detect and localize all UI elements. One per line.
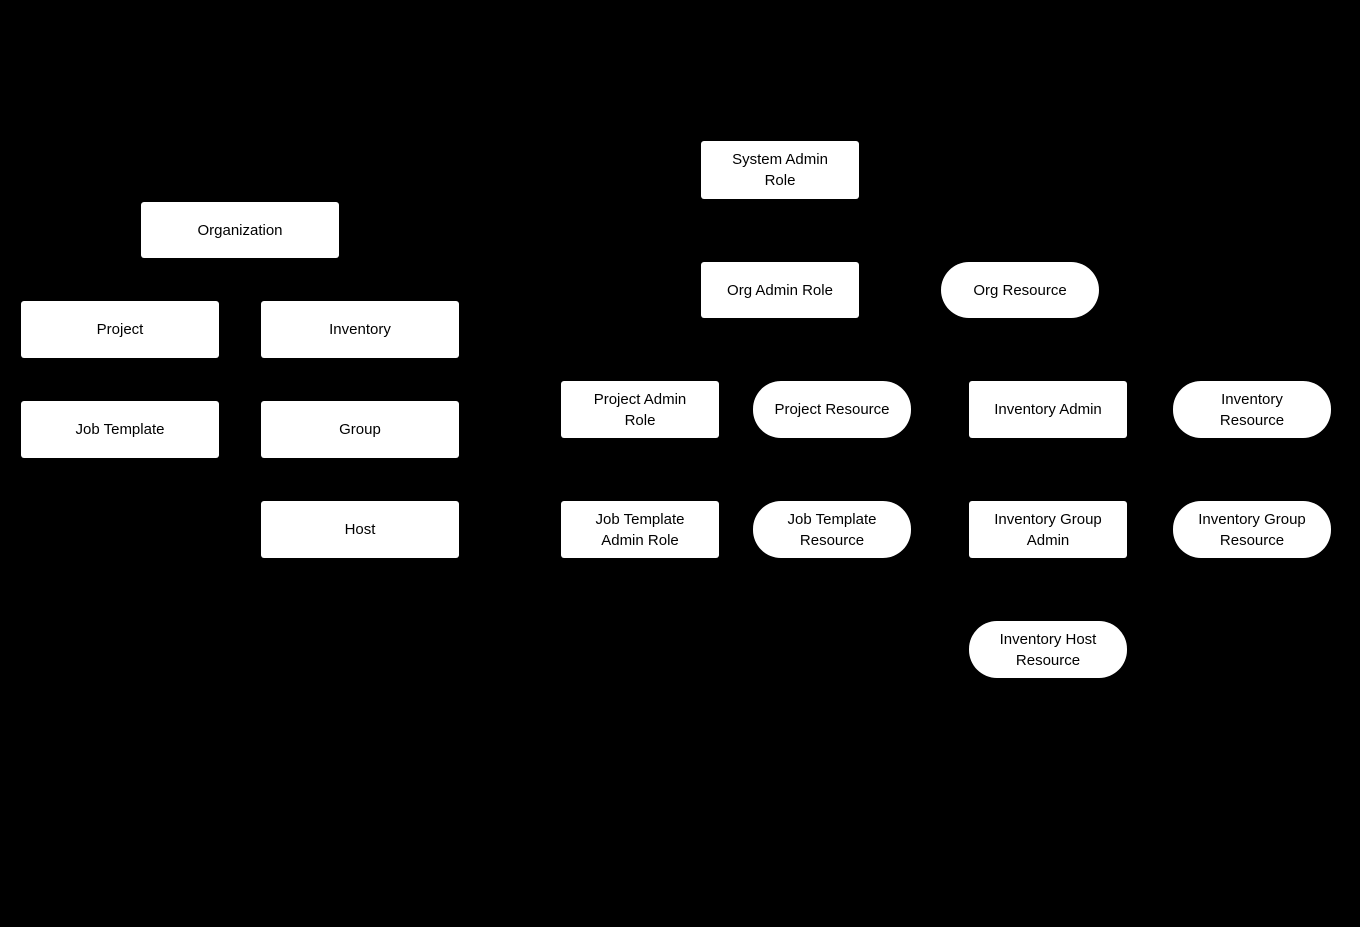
node-inventory-group-resource: Inventory Group Resource [1173,501,1331,558]
node-inventory-group-admin: Inventory Group Admin [969,501,1127,558]
node-group: Group [261,401,459,458]
node-project: Project [21,301,219,358]
node-inventory-admin: Inventory Admin [969,381,1127,438]
node-job-template-resource: Job Template Resource [753,501,911,558]
node-job-template-admin-role: Job Template Admin Role [561,501,719,558]
node-organization: Organization [141,202,339,258]
node-inventory: Inventory [261,301,459,358]
node-system-admin-role: System Admin Role [701,141,859,199]
node-org-resource: Org Resource [941,262,1099,318]
node-project-admin-role: Project Admin Role [561,381,719,438]
node-project-resource: Project Resource [753,381,911,438]
node-inventory-resource: Inventory Resource [1173,381,1331,438]
node-host: Host [261,501,459,558]
node-org-admin-role: Org Admin Role [701,262,859,318]
node-job-template: Job Template [21,401,219,458]
node-inventory-host-resource: Inventory Host Resource [969,621,1127,678]
